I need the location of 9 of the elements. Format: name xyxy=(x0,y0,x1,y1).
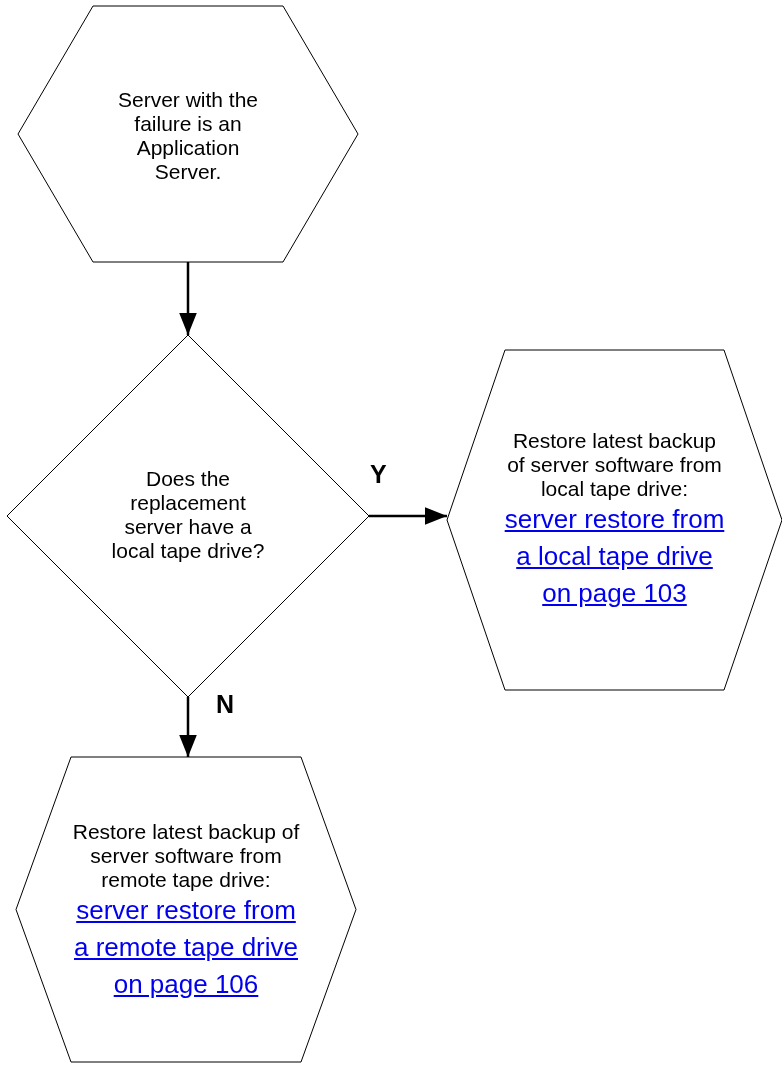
arrow xyxy=(179,262,197,335)
node-text: Server with the failure is an Application Server. xyxy=(116,88,260,184)
page-link: server restore from a local tape drive on page 103 xyxy=(503,502,726,610)
arrow xyxy=(369,507,447,525)
arrow xyxy=(179,697,197,757)
node-text: Restore latest backup of server software from remote tape drive: xyxy=(71,819,301,892)
node-text: Does the replacement server have a local tape drive? xyxy=(110,467,266,563)
node-text: Restore latest backup of server software from local tape drive: xyxy=(506,428,723,501)
page-link: server restore from a remote tape drive on page 106 xyxy=(73,893,299,1001)
